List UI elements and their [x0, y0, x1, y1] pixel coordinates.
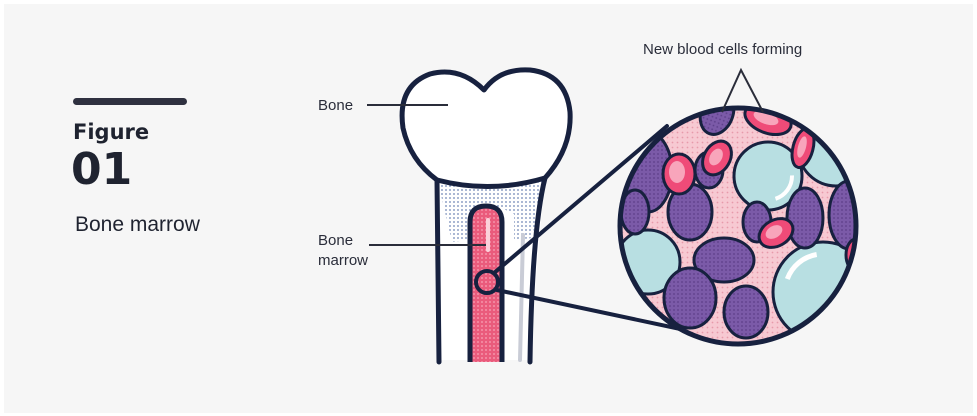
marrow-label-line1: Bone [318, 232, 353, 249]
bone-shaft-left-outline [437, 180, 439, 362]
purple-cell [724, 286, 768, 338]
marrow-label-line2: marrow [318, 252, 368, 269]
bone-head [402, 70, 570, 187]
cells-label: New blood cells forming [643, 41, 802, 58]
purple-cell [787, 188, 823, 248]
stem-cell [773, 242, 873, 342]
purple-cell [664, 268, 716, 328]
bone-label: Bone [318, 97, 353, 114]
zoom-circle [610, 87, 874, 360]
